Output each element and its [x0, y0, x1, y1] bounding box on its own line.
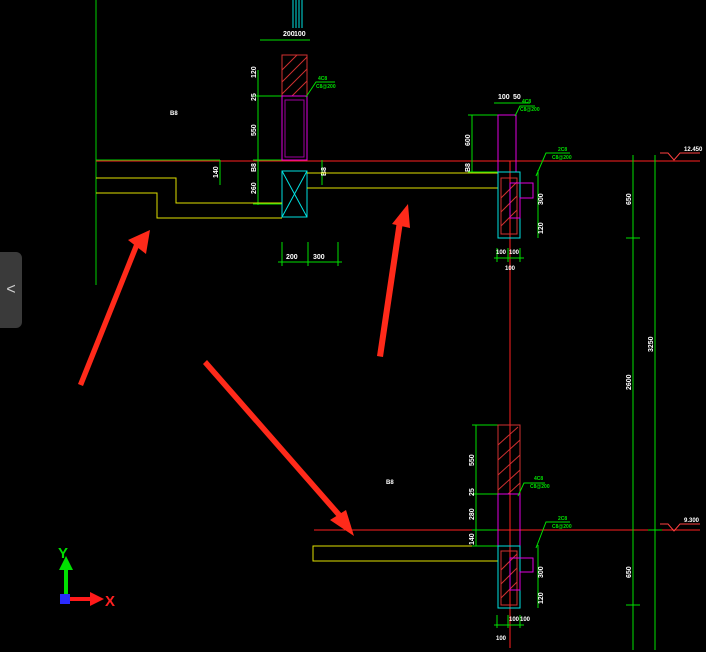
chevron-left-icon: <	[6, 281, 16, 298]
annotation-arrows	[78, 204, 410, 536]
leader-note: C8@200	[316, 84, 336, 90]
arrow-2-icon	[377, 204, 410, 357]
elevation-label: 9.300	[684, 518, 700, 524]
dim-text: 120	[538, 592, 545, 604]
dim-text: 100	[294, 31, 306, 38]
dim-text: 3250	[648, 336, 655, 352]
dim-text: 100	[509, 250, 520, 256]
dim-text: 200	[286, 254, 298, 261]
dim-text: 300	[538, 566, 545, 578]
leader-note: 2C8	[558, 516, 567, 522]
dim-text: 100	[498, 94, 510, 101]
green-axis-lines	[95, 0, 220, 285]
leader-note: C8@200	[552, 524, 572, 530]
dim-text: B8	[465, 163, 472, 172]
dim-text: 140	[213, 166, 220, 178]
ucs-axis-icon: Y X	[58, 545, 115, 610]
right-upper-column: 100 50 600 B8 300 120 100 100 100 4C8 C8…	[465, 94, 572, 272]
slab-profiles	[96, 172, 499, 562]
dim-text: 25	[251, 93, 258, 101]
dim-text: 260	[251, 182, 258, 194]
dim-text: 600	[465, 134, 472, 146]
dim-text: 100	[509, 617, 520, 623]
dim-text: 50	[513, 94, 521, 101]
dim-text: 100	[505, 266, 516, 272]
leader-note: C8@200	[552, 155, 572, 161]
far-right-dimensions: 12.450 9.300 650 3250 2600 650	[626, 147, 703, 650]
dim-text: 100	[496, 250, 507, 256]
dim-text: 100	[496, 636, 507, 642]
ucs-x-label: X	[105, 593, 115, 610]
dim-text: 300	[538, 193, 545, 205]
leader-note: C8@200	[520, 107, 540, 113]
dim-text: 550	[251, 124, 258, 136]
leader-note: C8@200	[530, 484, 550, 490]
side-panel-toggle-button[interactable]: <	[0, 252, 22, 328]
right-lower-column: 550 25 280 140 300 120 100 100 100 4C8 C…	[469, 424, 572, 642]
dim-text: 300	[313, 254, 325, 261]
leader-note: 2C8	[558, 147, 567, 153]
dim-text: 550	[469, 454, 476, 466]
arrow-1-icon	[78, 230, 150, 386]
room-label: B8	[170, 111, 178, 117]
dim-text: 2600	[626, 374, 633, 390]
dim-text: 200	[283, 31, 295, 38]
arrow-3-icon	[203, 360, 354, 536]
leader-note: 4C8	[534, 476, 543, 482]
dim-text: 100	[520, 617, 531, 623]
ucs-y-label: Y	[58, 545, 68, 562]
dim-text: 280	[469, 508, 476, 520]
leader-note: 4C8	[318, 76, 327, 82]
dim-text: 25	[469, 488, 476, 496]
elevation-label: 12.450	[684, 147, 703, 153]
dim-text: 650	[626, 193, 633, 205]
dim-text: 120	[538, 222, 545, 234]
dim-text: B8	[321, 167, 328, 176]
room-label: B8	[386, 480, 394, 486]
dim-text: 120	[251, 66, 258, 78]
leader-note: 4C8	[522, 99, 531, 105]
dim-text: B8	[251, 163, 258, 172]
top-column-assembly: 200 100 120 25 550 B8 260 140 B8 200 300…	[213, 0, 342, 266]
dim-text: 650	[626, 566, 633, 578]
dim-text: 140	[469, 533, 476, 545]
